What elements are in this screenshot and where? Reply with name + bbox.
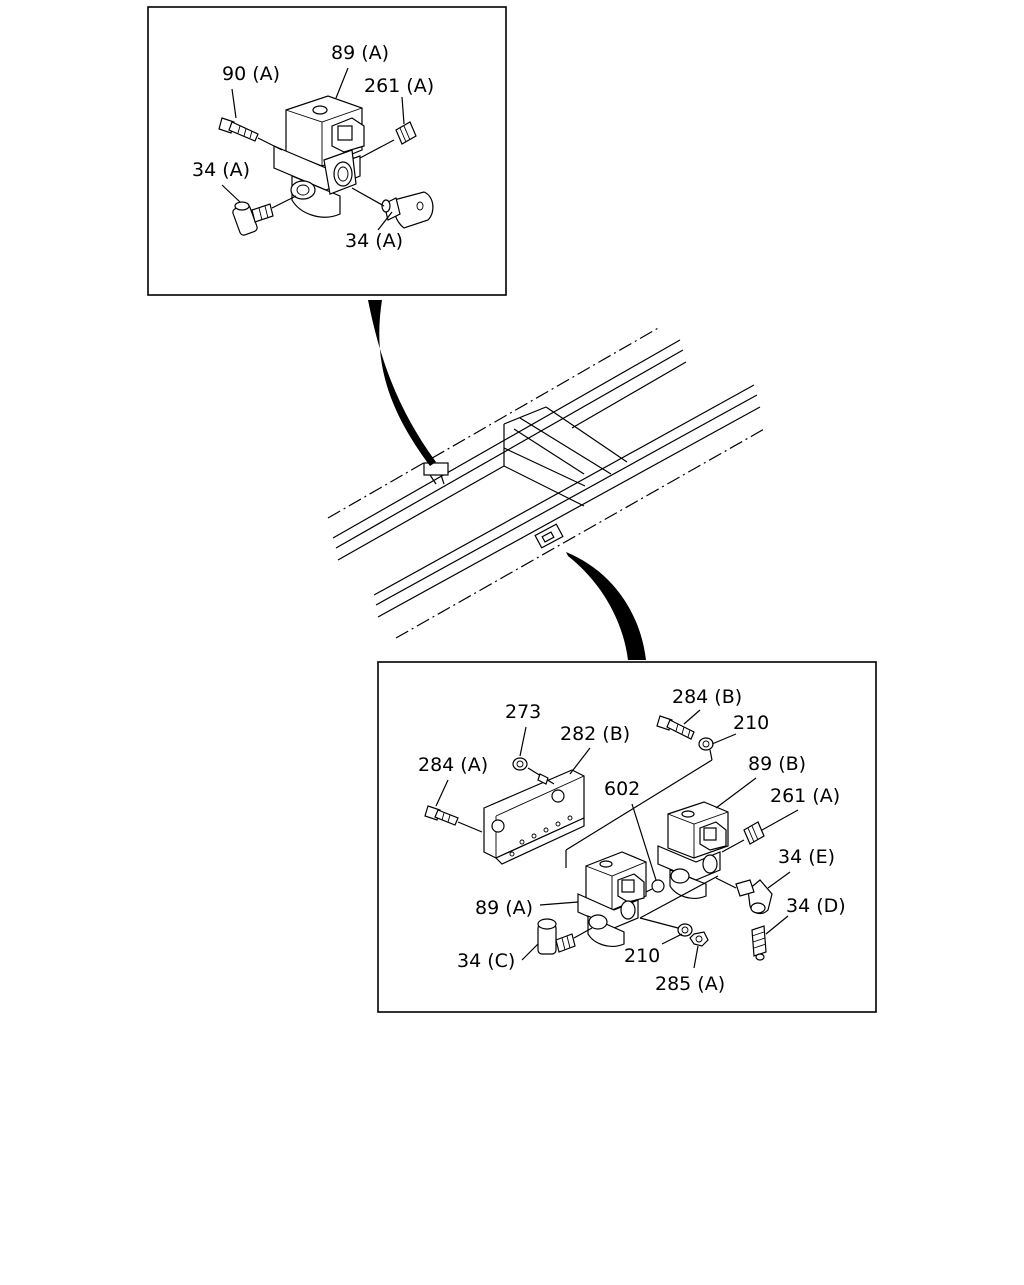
top-inset: 89 (A) 90 (A) 261 (A) 34 (A) 34 (A) [147, 6, 507, 296]
leader-34d [765, 915, 789, 935]
label-273: 273 [505, 701, 541, 723]
leader-90a [231, 88, 237, 119]
bracket-282b [483, 769, 585, 865]
leader-89b [715, 777, 757, 809]
bolt-90a [218, 117, 283, 151]
leader-89a-top [335, 67, 349, 99]
valve-89a-top [273, 95, 365, 218]
plug-261a-bottom [721, 821, 765, 853]
label-261a-top: 261 (A) [364, 75, 434, 97]
label-284b: 284 (B) [672, 686, 742, 708]
valve-89b [657, 801, 729, 899]
label-284a: 284 (A) [418, 754, 488, 776]
leader-210-upper [711, 733, 737, 745]
leader-89a-bottom [539, 901, 579, 906]
label-34c: 34 (C) [457, 950, 515, 972]
label-282b: 282 (B) [560, 723, 630, 745]
bolt-284b [656, 715, 695, 740]
fitting-34d [751, 925, 767, 961]
bottom-inset-frame [377, 661, 877, 1013]
leader-284b [683, 709, 701, 725]
label-89b: 89 (B) [748, 753, 806, 775]
label-34e: 34 (E) [778, 846, 835, 868]
oring-602 [645, 879, 665, 893]
fitting-34c [537, 918, 593, 955]
label-34a-left: 34 (A) [192, 159, 250, 181]
label-89a-bottom: 89 (A) [475, 897, 533, 919]
valve-89a-bottom [577, 851, 647, 947]
top-callout-connector [368, 300, 436, 466]
label-89a-top: 89 (A) [331, 42, 389, 64]
label-34d: 34 (D) [786, 895, 846, 917]
leader-285a [693, 945, 699, 969]
fitting-34a-right [351, 187, 434, 229]
plug-261a [359, 121, 417, 159]
leader-261a-bottom [761, 809, 799, 831]
label-602: 602 [604, 778, 640, 800]
label-285a: 285 (A) [655, 973, 725, 995]
bolt-284a [424, 805, 483, 833]
leader-34e [767, 871, 791, 889]
label-34a-right: 34 (A) [345, 230, 403, 252]
chassis-frame [327, 300, 767, 660]
washer-210-upper [565, 737, 714, 868]
label-90a: 90 (A) [222, 63, 280, 85]
washer-210-lower [639, 875, 719, 937]
leader-602 [631, 803, 657, 881]
leader-273 [519, 726, 527, 757]
frame-mounted-valve-front [534, 523, 564, 549]
bottom-callout-connector [566, 552, 646, 660]
bottom-inset: 284 (B) 273 210 282 (B) 284 (A) 89 (B) 6… [377, 661, 877, 1013]
nut-273 [512, 757, 555, 785]
label-210-lower: 210 [624, 945, 660, 967]
leader-34a-right [377, 211, 393, 231]
nut-285a [689, 931, 709, 947]
leader-34c [521, 943, 539, 961]
leader-34a-left [221, 184, 241, 203]
leader-210-lower [661, 933, 683, 945]
label-210-upper: 210 [733, 712, 769, 734]
leader-261a-top [401, 96, 405, 125]
fitting-34a-left [232, 195, 297, 236]
label-261a-bottom: 261 (A) [770, 785, 840, 807]
leader-282b [569, 747, 591, 775]
fitting-34e [715, 877, 773, 915]
leader-284a [435, 779, 449, 807]
frame-mounted-valve-rear [423, 462, 449, 485]
